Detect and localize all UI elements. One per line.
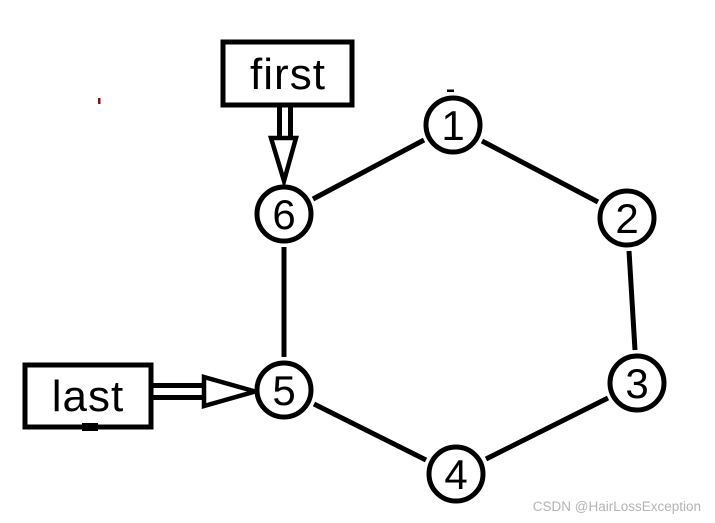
last-box-tick-artifact bbox=[82, 423, 98, 431]
first-pointer-label: first bbox=[250, 50, 326, 99]
first-pointer-box bbox=[220, 39, 355, 108]
node-4-label: 4 bbox=[444, 451, 467, 498]
node-1-label: 1 bbox=[441, 102, 464, 149]
node-3: 3 bbox=[607, 353, 667, 413]
node-5: 5 bbox=[254, 360, 314, 420]
edge-6-1 bbox=[311, 137, 426, 202]
last-arrow-head-icon bbox=[201, 374, 264, 409]
node-3-circle bbox=[607, 353, 667, 413]
edges bbox=[281, 137, 638, 463]
last-pointer-box bbox=[22, 362, 154, 430]
first-arrow-head-icon bbox=[267, 135, 299, 190]
node-2-label: 2 bbox=[615, 195, 638, 242]
edge-3-4 bbox=[484, 395, 610, 462]
node-2-circle bbox=[597, 188, 657, 248]
node-5-label: 5 bbox=[272, 367, 295, 414]
node-4: 4 bbox=[426, 444, 486, 504]
first-pointer: first bbox=[220, 39, 355, 190]
node-4-circle bbox=[426, 444, 486, 504]
edge-2-3 bbox=[626, 250, 638, 351]
last-pointer: last bbox=[22, 362, 264, 431]
node-5-circle bbox=[254, 360, 314, 420]
node-6-circle bbox=[254, 184, 314, 244]
watermark-text: CSDN @HairLossException bbox=[533, 499, 701, 514]
edge-4-5 bbox=[312, 401, 428, 463]
dash-artifact-above-node-1 bbox=[447, 89, 454, 92]
last-pointer-label: last bbox=[52, 372, 124, 421]
node-6: 6 bbox=[254, 184, 314, 244]
node-1-circle bbox=[423, 95, 483, 155]
node-6-label: 6 bbox=[272, 191, 295, 238]
node-1: 1 bbox=[423, 95, 483, 155]
node-3-label: 3 bbox=[625, 360, 648, 407]
red-tick-artifact bbox=[98, 98, 101, 104]
edge-1-2 bbox=[480, 138, 600, 205]
node-2: 2 bbox=[597, 188, 657, 248]
